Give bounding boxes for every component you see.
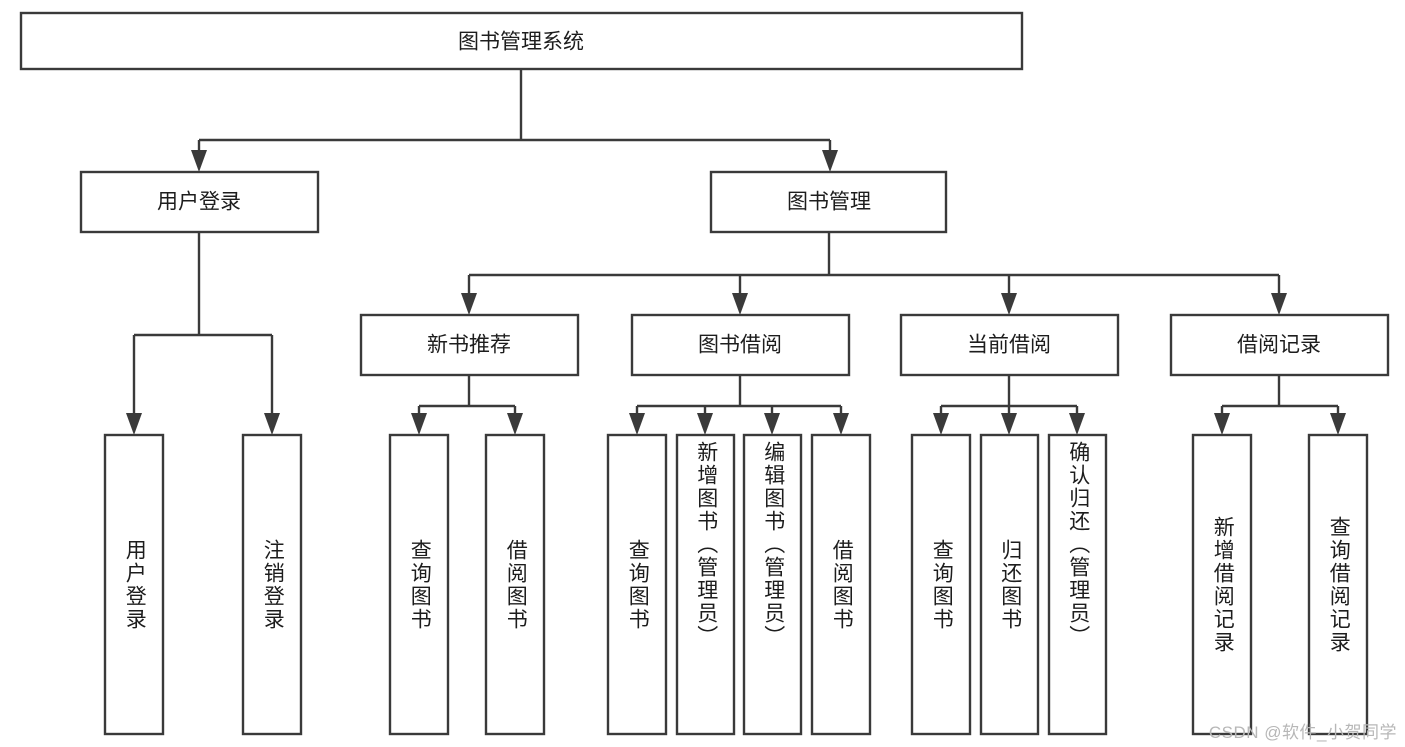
node-book-manage[interactable]: 图书管理 [709, 170, 948, 234]
connector-current-borrow-to-leaves [933, 375, 1085, 435]
node-new-book-rec-label: 新书推荐 [427, 334, 511, 357]
leaf-edit-book-box[interactable] [742, 433, 803, 736]
leaf-add-record-box[interactable] [1191, 433, 1253, 736]
csdn-watermark: CSDN @软件_小贺同学 [1208, 723, 1397, 742]
connector-root-to-level2 [191, 69, 838, 172]
node-root-box[interactable] [19, 11, 1024, 71]
node-new-book-rec-box[interactable] [359, 313, 580, 377]
leaf-borrow-book-1-box[interactable] [484, 433, 546, 736]
leaf-user-login-box[interactable] [103, 433, 165, 736]
arrow-head-icon [1214, 413, 1230, 435]
node-borrow-record-label: 借阅记录 [1237, 334, 1321, 357]
arrow-head-icon [1001, 293, 1017, 315]
leaf-borrow-book-2-box[interactable] [810, 433, 872, 736]
node-new-book-rec[interactable]: 新书推荐 [359, 313, 580, 377]
leaf-query-record-box[interactable] [1307, 433, 1369, 736]
arrow-head-icon [1330, 413, 1346, 435]
leaf-query-book-3-box[interactable] [910, 433, 972, 736]
arrow-head-icon [411, 413, 427, 435]
arrow-head-icon [933, 413, 949, 435]
node-root-label: 图书管理系统 [458, 31, 584, 54]
connector-book-manage-to-level3 [461, 232, 1287, 315]
node-user-login[interactable]: 用户登录 [79, 170, 320, 234]
arrow-head-icon [1069, 413, 1085, 435]
arrow-head-icon [507, 413, 523, 435]
leaf-confirm-return-box[interactable] [1047, 433, 1108, 736]
node-current-borrow-box[interactable] [899, 313, 1120, 377]
connector-new-book-rec-to-leaves [411, 375, 523, 435]
node-book-borrow[interactable]: 图书借阅 [630, 313, 851, 377]
arrow-head-icon [191, 150, 207, 172]
node-user-login-label: 用户登录 [157, 191, 241, 214]
arrow-head-icon [822, 150, 838, 172]
arrow-head-icon [833, 413, 849, 435]
connector-user-login-to-leaves [126, 232, 280, 435]
arrow-head-icon [732, 293, 748, 315]
node-current-borrow-label: 当前借阅 [967, 334, 1051, 357]
node-current-borrow[interactable]: 当前借阅 [899, 313, 1120, 377]
arrow-head-icon [1001, 413, 1017, 435]
node-root[interactable]: 图书管理系统 [19, 11, 1024, 71]
connector-borrow-record-to-leaves [1214, 375, 1346, 435]
leaf-add-book-box[interactable] [675, 433, 736, 736]
leaf-query-book-1-box[interactable] [388, 433, 450, 736]
node-book-manage-label: 图书管理 [787, 191, 871, 214]
leaf-query-book-2-box[interactable] [606, 433, 668, 736]
arrow-head-icon [764, 413, 780, 435]
connector-book-borrow-to-leaves [629, 375, 849, 435]
node-user-login-box[interactable] [79, 170, 320, 234]
node-book-borrow-label: 图书借阅 [698, 334, 782, 357]
arrow-head-icon [1271, 293, 1287, 315]
node-borrow-record[interactable]: 借阅记录 [1169, 313, 1390, 377]
arrow-head-icon [126, 413, 142, 435]
leaf-user-logout-box[interactable] [241, 433, 303, 736]
leaf-return-book-box[interactable] [979, 433, 1040, 736]
arrow-head-icon [461, 293, 477, 315]
arrow-head-icon [264, 413, 280, 435]
arrow-head-icon [697, 413, 713, 435]
arrow-head-icon [629, 413, 645, 435]
